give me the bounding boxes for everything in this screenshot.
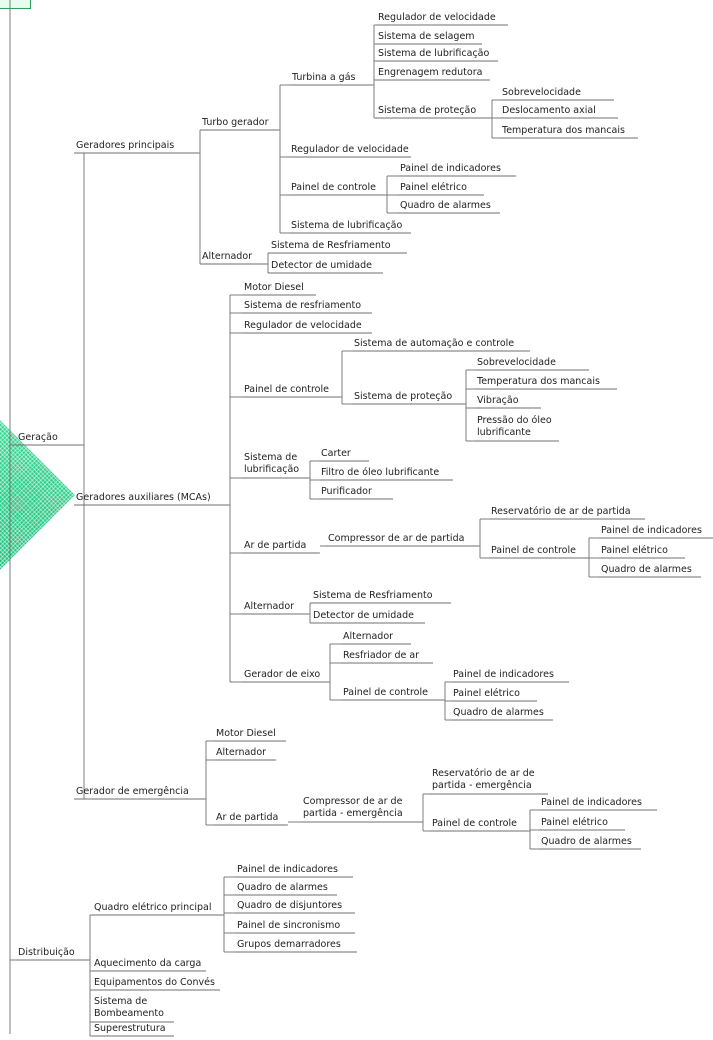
node-grupos-demarradores[interactable]: Grupos demarradores	[237, 939, 341, 950]
node-painel-de-controle[interactable]: Painel de controle	[291, 182, 376, 193]
node-painel-eletrico[interactable]: Painel elétrico	[601, 545, 668, 556]
node-carter[interactable]: Carter	[321, 448, 351, 459]
node-pressao-do-oleo-lubrificante[interactable]: Pressão do óleo lubrificante	[477, 415, 552, 438]
node-quadro-eletrico-principal[interactable]: Quadro elétrico principal	[94, 902, 212, 913]
node-alternador[interactable]: Alternador	[244, 601, 295, 612]
node-motor-diesel[interactable]: Motor Diesel	[244, 282, 304, 293]
node-distribuicao[interactable]: Distribuição	[18, 947, 75, 958]
node-painel-de-indicadores[interactable]: Painel de indicadores	[541, 797, 642, 808]
node-sistema-de-resfriamento[interactable]: Sistema de Resfriamento	[271, 240, 391, 251]
node-gerador-de-emergencia[interactable]: Gerador de emergência	[76, 786, 189, 797]
node-painel-de-sincronismo[interactable]: Painel de sincronismo	[237, 920, 341, 931]
node-sistema-de-protecao[interactable]: Sistema de proteção	[354, 391, 453, 402]
node-regulador-de-velocidade[interactable]: Regulador de velocidade	[378, 12, 496, 23]
node-reservatorio-de-ar-de-partida-emergencia[interactable]: Reservatório de ar de partida - emergênc…	[432, 768, 535, 791]
node-sistema-de-automacao-e-controle[interactable]: Sistema de automação e controle	[354, 338, 515, 349]
node-equipamentos-do-conves[interactable]: Equipamentos do Convés	[94, 977, 215, 988]
node-resfriador-de-ar[interactable]: Resfriador de ar	[343, 650, 420, 661]
node-temperatura-dos-mancais[interactable]: Temperatura dos mancais	[502, 125, 625, 136]
node-quadro-de-alarmes[interactable]: Quadro de alarmes	[237, 882, 328, 893]
node-aquecimento-da-carga[interactable]: Aquecimento da carga	[94, 958, 202, 969]
node-geracao[interactable]: Geração	[18, 432, 58, 443]
node-detector-de-umidade[interactable]: Detector de umidade	[313, 610, 414, 621]
node-sistema-de-bombeamento[interactable]: Sistema de Bombeamento	[94, 996, 164, 1019]
node-painel-de-controle[interactable]: Painel de controle	[432, 818, 517, 829]
node-quadro-de-alarmes[interactable]: Quadro de alarmes	[601, 564, 692, 575]
node-painel-de-indicadores[interactable]: Painel de indicadores	[400, 163, 501, 174]
top-left-node-fragment	[0, 0, 31, 9]
node-compressor-de-ar-de-partida[interactable]: Compressor de ar de partida	[328, 533, 465, 544]
node-engrenagem-redutora[interactable]: Engrenagem redutora	[378, 67, 483, 78]
node-geradores-principais[interactable]: Geradores principais	[76, 140, 175, 151]
node-gerador-de-eixo[interactable]: Gerador de eixo	[244, 669, 321, 680]
node-sistema-de-lubrificacao[interactable]: Sistema de lubrificação	[244, 452, 300, 475]
node-regulador-de-velocidade[interactable]: Regulador de velocidade	[291, 144, 409, 155]
node-superestrutura[interactable]: Superestrutura	[94, 1023, 166, 1034]
node-vibracao[interactable]: Vibração	[477, 395, 519, 406]
node-motor-diesel[interactable]: Motor Diesel	[216, 728, 276, 739]
node-reservatorio-de-ar-de-partida[interactable]: Reservatório de ar de partida	[491, 506, 631, 517]
node-quadro-de-alarmes[interactable]: Quadro de alarmes	[400, 200, 491, 211]
node-deslocamento-axial[interactable]: Deslocamento axial	[502, 105, 596, 116]
node-sobrevelocidade[interactable]: Sobrevelocidade	[477, 357, 556, 368]
node-painel-de-indicadores[interactable]: Painel de indicadores	[453, 669, 554, 680]
node-sobrevelocidade[interactable]: Sobrevelocidade	[502, 87, 581, 98]
node-temperatura-dos-mancais[interactable]: Temperatura dos mancais	[477, 376, 600, 387]
node-quadro-de-alarmes[interactable]: Quadro de alarmes	[453, 707, 544, 718]
node-ar-de-partida[interactable]: Ar de partida	[216, 812, 279, 823]
node-alternador[interactable]: Alternador	[202, 251, 253, 262]
node-purificador[interactable]: Purificador	[321, 486, 372, 497]
node-sistema-de-selagem[interactable]: Sistema de selagem	[378, 31, 475, 42]
node-turbo-gerador[interactable]: Turbo gerador	[202, 117, 269, 128]
node-sistema-de-resfriamento[interactable]: Sistema de Resfriamento	[313, 590, 433, 601]
node-painel-de-indicadores[interactable]: Painel de indicadores	[237, 864, 338, 875]
node-sistema-de-protecao[interactable]: Sistema de proteção	[378, 105, 477, 116]
node-sistema-de-resfriamento[interactable]: Sistema de resfriamento	[244, 300, 362, 311]
node-painel-eletrico[interactable]: Painel elétrico	[453, 688, 520, 699]
node-painel-de-indicadores[interactable]: Painel de indicadores	[601, 525, 702, 536]
node-turbina-a-gas[interactable]: Turbina a gás	[292, 72, 356, 83]
node-painel-de-controle[interactable]: Painel de controle	[343, 687, 428, 698]
node-painel-de-controle[interactable]: Painel de controle	[244, 384, 329, 395]
node-ar-de-partida[interactable]: Ar de partida	[244, 540, 307, 551]
node-geradores-auxiliares-mcas[interactable]: Geradores auxiliares (MCAs)	[76, 492, 211, 503]
node-alternador[interactable]: Alternador	[216, 747, 267, 758]
node-sistema-de-lubrificacao[interactable]: Sistema de lubrificação	[378, 48, 490, 59]
node-filtro-de-oleo-lubrificante[interactable]: Filtro de óleo lubrificante	[321, 467, 440, 478]
node-painel-eletrico[interactable]: Painel elétrico	[541, 817, 608, 828]
node-detector-de-umidade[interactable]: Detector de umidade	[271, 260, 372, 271]
node-quadro-de-alarmes[interactable]: Quadro de alarmes	[541, 836, 632, 847]
node-compressor-de-ar-de-partida-emergencia[interactable]: Compressor de ar de partida - emergência	[303, 796, 403, 819]
node-alternador[interactable]: Alternador	[343, 631, 394, 642]
node-painel-de-controle[interactable]: Painel de controle	[491, 545, 576, 556]
node-regulador-de-velocidade[interactable]: Regulador de velocidade	[244, 320, 362, 331]
node-quadro-de-disjuntores[interactable]: Quadro de disjuntores	[237, 900, 343, 911]
node-painel-eletrico[interactable]: Painel elétrico	[400, 182, 467, 193]
node-sistema-de-lubrificacao[interactable]: Sistema de lubrificação	[291, 220, 403, 231]
